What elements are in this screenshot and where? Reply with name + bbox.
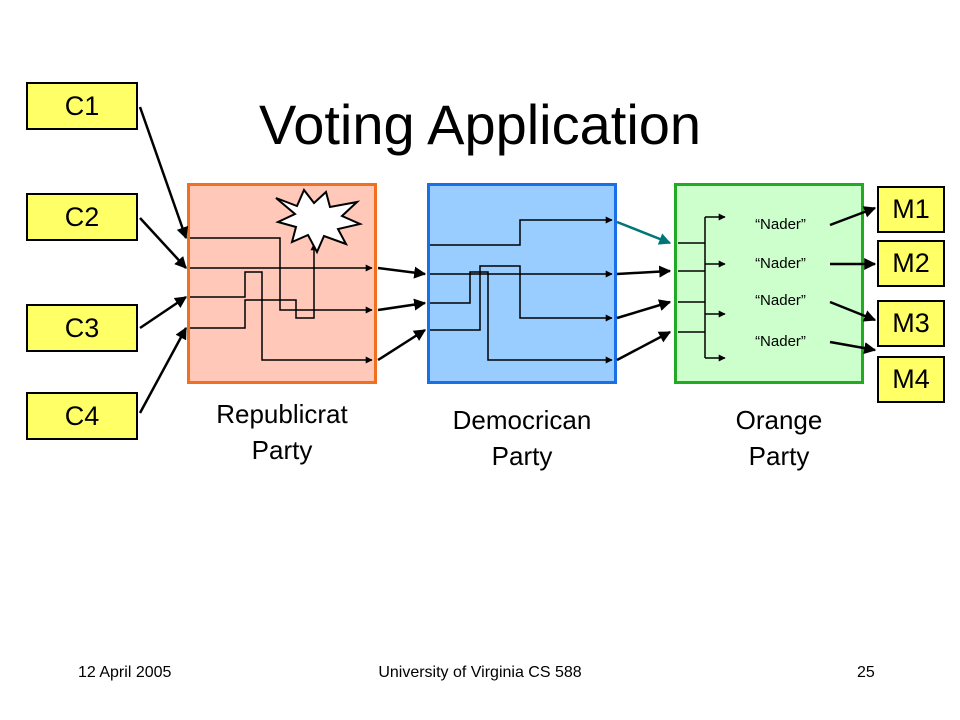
arrow-c3 bbox=[139, 295, 187, 330]
democrican-party-box bbox=[427, 183, 617, 384]
dem-wire-3 bbox=[430, 271, 613, 364]
arrow-c2 bbox=[139, 217, 187, 269]
dem-wire-4 bbox=[430, 265, 613, 331]
monitor-box-m1: M1 bbox=[877, 186, 945, 233]
rep-wire-1 bbox=[190, 237, 373, 314]
arrow-c4 bbox=[138, 326, 188, 414]
democrican-party-label: Democrican Party bbox=[452, 405, 592, 471]
footer-page-number: 25 bbox=[857, 664, 875, 681]
nader-label: “Nader” bbox=[755, 255, 806, 272]
footer-date: 12 April 2005 bbox=[78, 664, 172, 681]
nader-label: “Nader” bbox=[755, 216, 806, 233]
nader-label: “Nader” bbox=[755, 292, 806, 309]
republicrat-party-label: Republicrat Party bbox=[216, 399, 348, 465]
nader-label: “Nader” bbox=[755, 333, 806, 350]
dem-wire-1 bbox=[430, 216, 613, 246]
client-box-c2: C2 bbox=[26, 193, 138, 241]
footer-course: University of Virginia CS 588 bbox=[378, 664, 582, 681]
explosion-icon bbox=[275, 188, 364, 255]
monitor-box-m4: M4 bbox=[877, 356, 945, 403]
rep-wire-4 bbox=[190, 243, 318, 329]
client-box-c4: C4 bbox=[26, 392, 138, 440]
orange-party-label: Orange Party bbox=[735, 405, 823, 471]
slide-title: Voting Application bbox=[258, 93, 702, 156]
teal-arrow bbox=[616, 220, 672, 245]
monitor-box-m2: M2 bbox=[877, 240, 945, 287]
arrow-c1 bbox=[138, 106, 189, 240]
client-box-c3: C3 bbox=[26, 304, 138, 352]
monitor-box-m3: M3 bbox=[877, 300, 945, 347]
rep-wire-3 bbox=[190, 271, 373, 364]
client-box-c1: C1 bbox=[26, 82, 138, 130]
